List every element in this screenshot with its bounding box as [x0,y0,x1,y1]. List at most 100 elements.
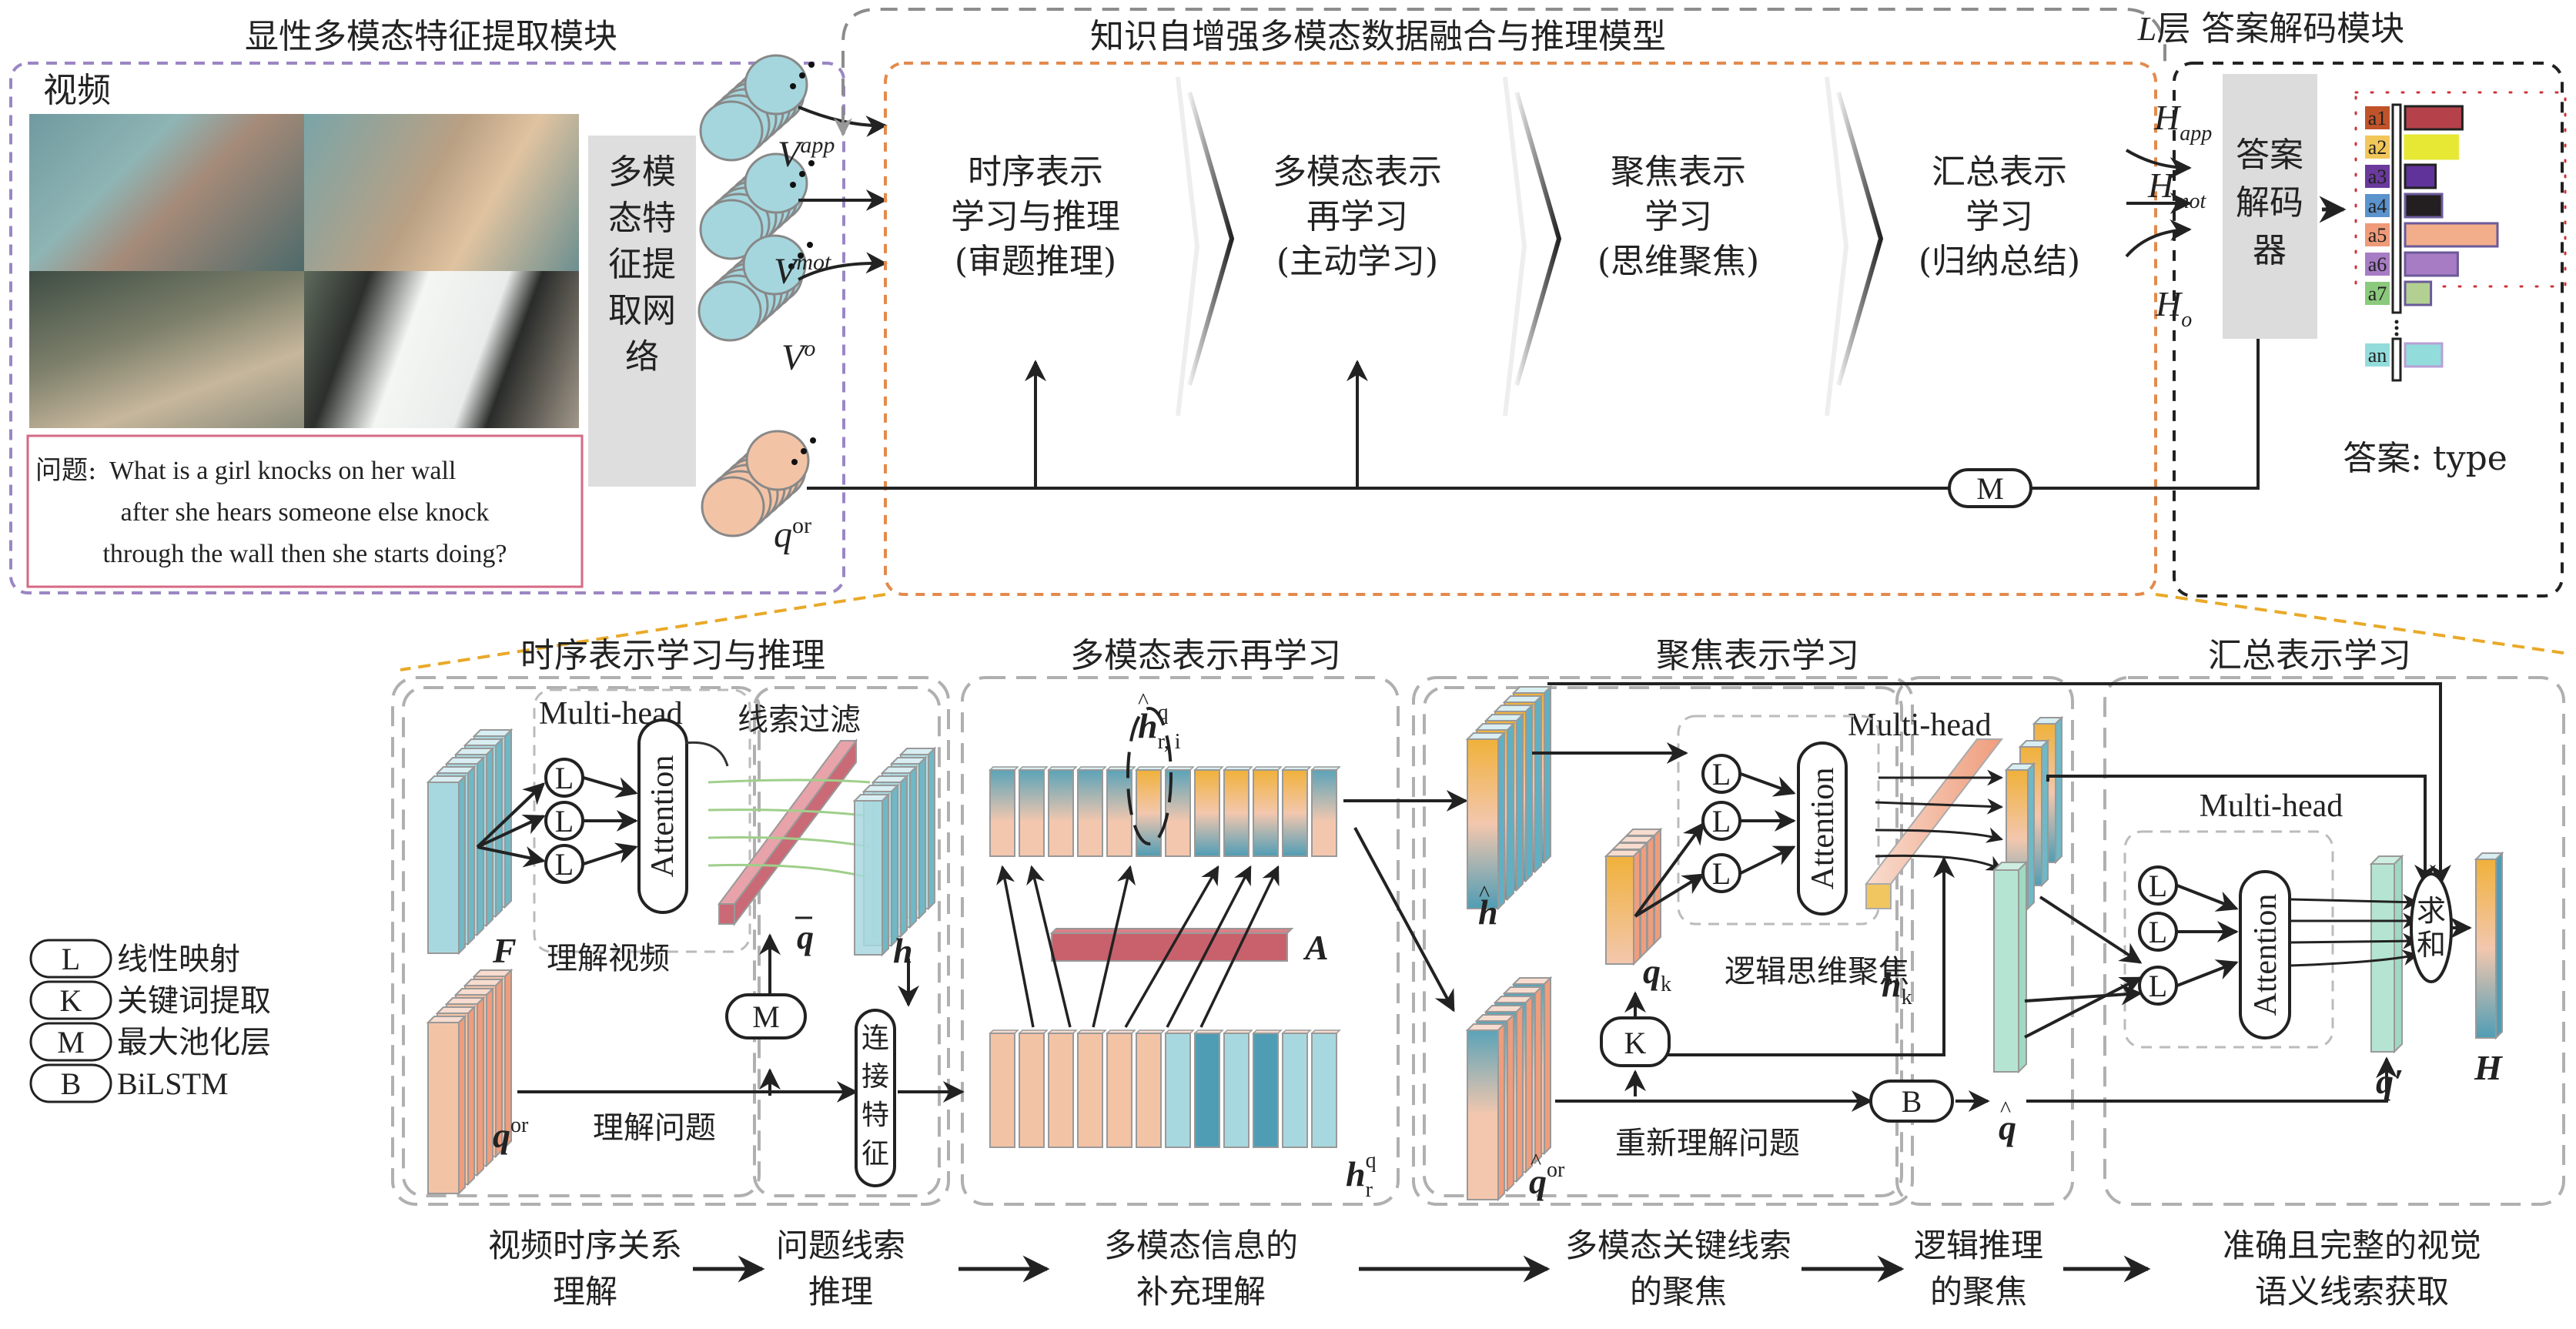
concat-vector [1223,1033,1250,1148]
to-attention-arrow [2176,884,2239,912]
legend-key: M [57,1025,85,1060]
ellipsis-dot [788,263,795,269]
ellipsis-dot [808,62,815,68]
attention-arrow [1199,865,1280,1028]
logic-focus-label: 逻辑思维聚焦 [1725,954,1909,989]
legend-key-box [29,980,112,1020]
flow-step-line-2: 补充理解 [1136,1273,1266,1311]
vector-slab-side [1525,703,1533,883]
h-k-skip-to-sum-arrow [2046,775,2436,886]
logic-focus-arrow [1624,856,1955,1056]
flow-step-line-2: 的聚焦 [1630,1273,1727,1311]
stage-focus: 聚焦表示 学习 (思维聚焦) [1597,152,1759,281]
extractor-line: 多模 [608,152,676,192]
linear-projection-label: L [2149,869,2167,903]
attention-arrow [1092,865,1136,1028]
fused-vector [1077,769,1103,857]
q-hat-or-feature [1465,976,1553,1202]
decoder-line: 器 [2253,231,2287,270]
vector-slab [427,782,460,954]
legend-description: 关键词提取 [117,983,271,1019]
question-prefix: 问题: [35,455,96,486]
answer-label: a4 [2368,195,2387,217]
q-bar-vector-end [718,903,735,925]
h-hat-feature [1465,685,1553,911]
answer-tag-a3 [2365,165,2390,188]
video-frame-3 [29,271,304,428]
extractor-line: 态特 [608,199,676,238]
feature-module-border [9,62,845,594]
attention-label-1: Attention [645,755,681,878]
fused-vector [1194,769,1220,857]
stage-line: 学习与推理 [951,197,1120,236]
keyword-extract-label: K [1624,1026,1647,1060]
vector-slab-side [2055,715,2062,865]
fusion-model-border [884,62,2157,596]
pooled-question-arrow [2031,312,2269,490]
projection-arrow [1634,873,1705,918]
projection-arrow [1634,822,1705,918]
q-hat-to-L-arrow-2 [2024,983,2143,1006]
to-attention-arrow [583,776,638,798]
h-r-q-vectors [989,1029,1341,1148]
vector-slab-side [1507,1013,1514,1193]
vector-slab-side [1507,721,1514,902]
stage-line: 学习 [1644,197,1712,236]
q-bar-symbol: q [797,919,814,956]
bilstm-node [1869,1080,1954,1123]
linear-projection-label: L [555,847,574,882]
vector-slab-side [918,755,926,920]
legend-key: L [62,942,80,976]
answer-tag-a5 [2365,223,2390,246]
attention-block-3 [2239,870,2291,1039]
answer-score-bar [2404,134,2459,160]
video-label: 视频 [43,71,111,110]
linear-projection-node [2138,966,2178,1006]
answer-type-label: 答案: type [2343,439,2507,478]
vector-slab-side [900,774,908,939]
attention-group-2 [1677,715,1880,926]
concat-vector [1282,1033,1308,1148]
hat-mark: ^ [2000,1096,2011,1122]
multi-head-label-3: Multi-head [2200,788,2343,824]
v-app-feature-stack [699,54,815,162]
stage-line: (主动学习) [1276,242,1438,281]
vector-slab-side [495,977,503,1159]
attention-arrow [1124,865,1219,1028]
question-text-3: through the wall then she starts doing? [102,540,507,568]
flow-step-line-2: 语义线索获取 [2255,1273,2449,1311]
h-o-label: Ho [2155,284,2192,332]
h-k-symbol: hk [1882,965,1912,1009]
answer-tag-a7 [2365,282,2390,305]
q-hat-symbol: q [1999,1108,2016,1147]
v-app-label: Vapp [778,132,835,175]
legend-key-box [29,1063,112,1103]
vector-slab-side [1525,994,1533,1174]
ellipsis-dot [798,253,804,259]
feature-disc [698,280,762,342]
vector-slab-side [2027,762,2035,911]
hat-mark: ^ [1138,688,1149,714]
zoom-guide-right [2155,593,2564,654]
ellipsis-dot [2394,326,2399,330]
answer-score-bar [2404,280,2433,306]
flow-step-line-1: 问题线索 [776,1227,905,1264]
q-k-symbol: qk [1643,952,1671,996]
linear-projection-node [2138,912,2178,952]
concat-vector [1136,1033,1162,1148]
ellipsis-dot [799,72,805,79]
answer-label: a3 [2368,166,2387,188]
flow-step-line-1: 多模态关键线索 [1565,1227,1791,1264]
q-hat-prime-symbol: q′ [2376,1062,2404,1101]
linear-projection-node [544,801,584,841]
section-title-multimodal: 多模态表示再学习 [1070,636,1341,675]
attention-matrix-A [1051,932,1288,962]
ellipsis-dot [790,182,796,188]
hat-mark: ^ [1479,881,1490,906]
q-k-feature [1604,827,1663,966]
concat-line: 征 [861,1138,889,1170]
fused-vector [1311,769,1337,857]
stage-line: 聚焦表示 [1611,152,1746,192]
fused-vector [1282,769,1308,857]
